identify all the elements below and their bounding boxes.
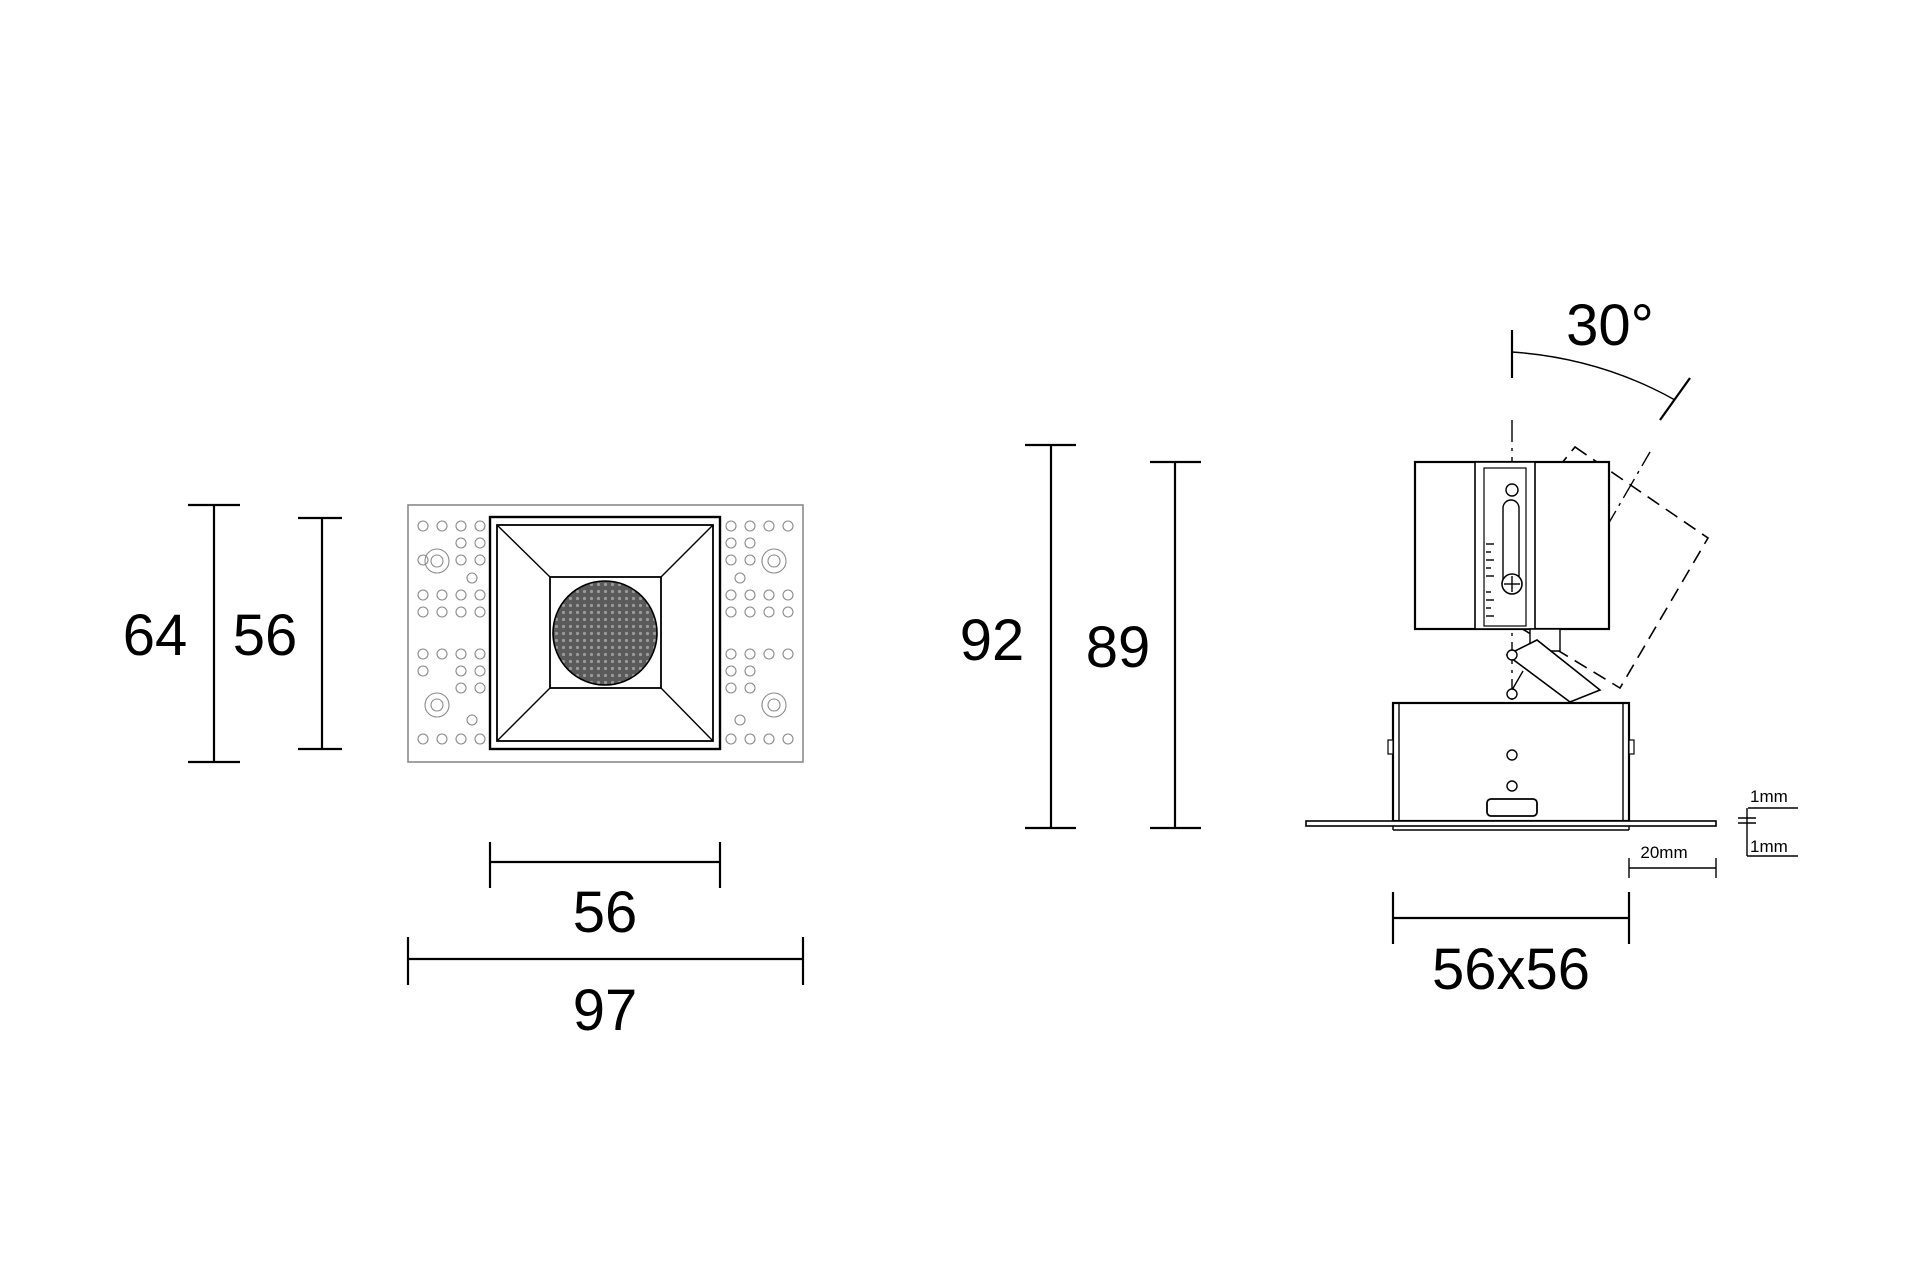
- dim-width-inner: 56: [488, 842, 722, 945]
- tilt-angle-label: 30°: [1566, 293, 1654, 358]
- dim-height-outer: 64: [123, 503, 240, 764]
- base-size-label: 56x56: [1432, 937, 1590, 1002]
- dim-height-inner-label: 56: [233, 603, 298, 668]
- perforation-right: [725, 520, 794, 745]
- side-view: 92 89 30°: [960, 293, 1798, 1002]
- lens: [552, 580, 658, 686]
- housing: [1387, 701, 1635, 823]
- dim-height-total-label: 92: [960, 608, 1025, 673]
- dim-width-inner-label: 56: [573, 880, 638, 945]
- perforation-left: [417, 520, 486, 745]
- dim-height-body: 89: [1086, 460, 1201, 830]
- flange-thickness-top-label: 1mm: [1750, 787, 1788, 806]
- flange-overhang-label: 20mm: [1640, 843, 1687, 862]
- dim-width-outer: 97: [406, 937, 805, 1043]
- dim-height-outer-label: 64: [123, 603, 188, 668]
- dim-height-body-label: 89: [1086, 615, 1151, 680]
- dim-width-outer-label: 97: [573, 978, 638, 1043]
- luminaire-head: [1413, 460, 1611, 703]
- tilt-angle-indicator: 30°: [1510, 293, 1691, 421]
- dim-base-size: 56x56: [1391, 892, 1631, 1002]
- ceiling-flange: [1305, 820, 1717, 827]
- front-view: 64 56: [123, 503, 805, 1043]
- flange-thickness-bottom-label: 1mm: [1750, 837, 1788, 856]
- dim-height-inner: 56: [233, 516, 342, 751]
- luminaire-trim: [488, 515, 722, 751]
- tilt-scale: [1486, 543, 1494, 617]
- dim-flange-overhang: 20mm: [1628, 843, 1717, 878]
- flange-thickness-detail: 1mm 1mm: [1738, 787, 1798, 857]
- dim-height-total: 92: [960, 443, 1076, 830]
